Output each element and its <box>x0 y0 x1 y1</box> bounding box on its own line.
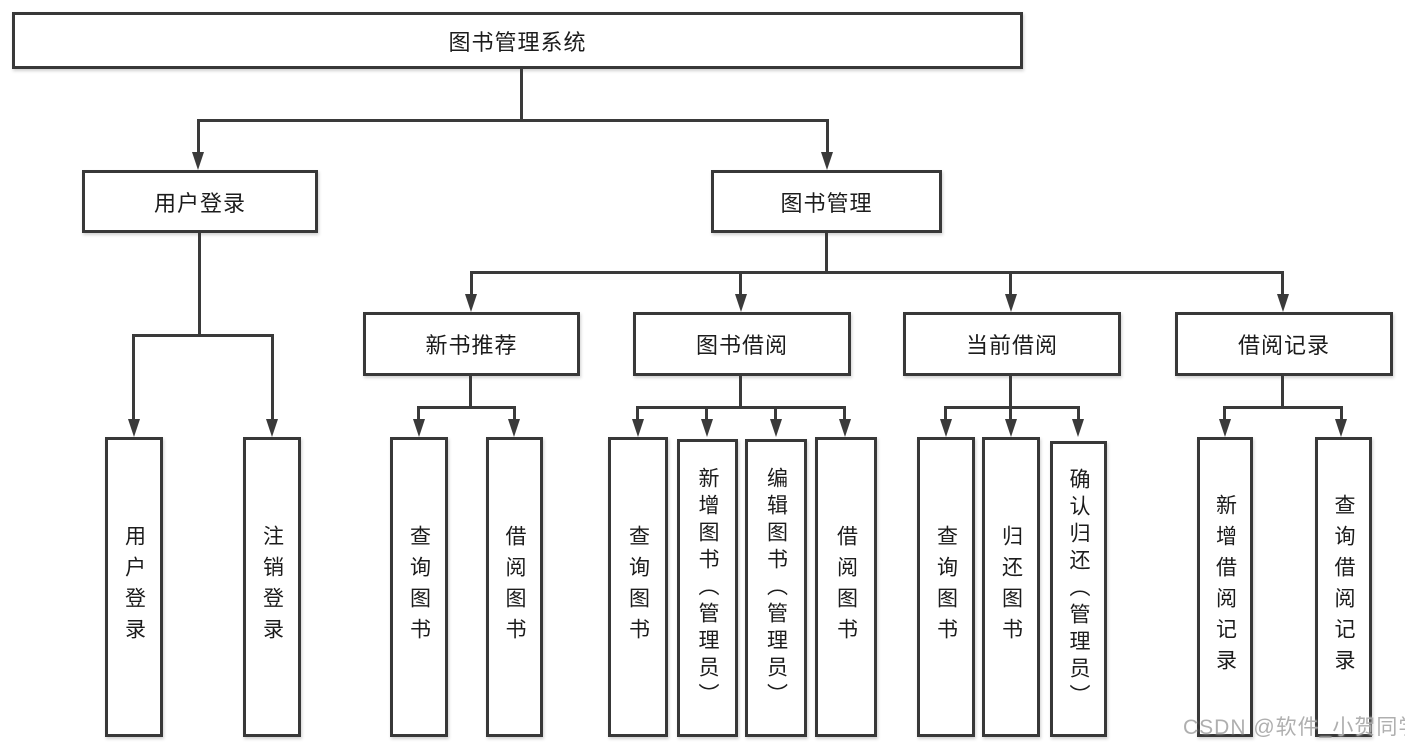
arrowhead <box>735 294 747 312</box>
node-borrow-records: 借阅记录 <box>1175 312 1393 376</box>
connector-line <box>825 233 828 274</box>
connector-line <box>1340 406 1343 421</box>
arrowhead <box>465 294 477 312</box>
connector-line <box>1223 406 1226 421</box>
arrowhead <box>1219 419 1231 437</box>
connector-line <box>417 406 516 409</box>
connector-line <box>843 406 846 421</box>
leaf-query-books-borrowing: 查询图书 <box>608 437 668 737</box>
connector-line <box>513 406 516 421</box>
leaf-add-book-admin: 新增图书（管理员） <box>677 439 738 737</box>
connector-line <box>636 406 846 409</box>
arrowhead <box>770 419 782 437</box>
arrowhead <box>839 419 851 437</box>
node-new-book-recommend: 新书推荐 <box>363 312 580 376</box>
leaf-confirm-return-admin: 确认归还（管理员） <box>1050 441 1107 737</box>
connector-line <box>826 119 829 155</box>
connector-line <box>132 334 135 421</box>
connector-line <box>132 334 274 337</box>
node-root: 图书管理系统 <box>12 12 1023 69</box>
connector-line <box>197 119 829 122</box>
leaf-add-borrow-record: 新增借阅记录 <box>1197 437 1253 737</box>
node-book-borrowing: 图书借阅 <box>633 312 851 376</box>
connector-line <box>1009 406 1012 421</box>
node-book-management: 图书管理 <box>711 170 942 233</box>
arrowhead <box>1005 419 1017 437</box>
leaf-return-books: 归还图书 <box>982 437 1040 737</box>
connector-line <box>1009 271 1012 296</box>
connector-line <box>469 376 472 409</box>
connector-line <box>198 233 201 337</box>
arrowhead <box>821 152 833 170</box>
leaf-borrow-books-recommend: 借阅图书 <box>486 437 543 737</box>
connector-line <box>739 271 742 296</box>
leaf-edit-book-admin: 编辑图书（管理员） <box>745 439 807 737</box>
arrowhead <box>940 419 952 437</box>
connector-line <box>636 406 639 421</box>
connector-line <box>1009 376 1012 409</box>
leaf-query-books-recommend: 查询图书 <box>390 437 448 737</box>
leaf-user-login: 用户登录 <box>105 437 163 737</box>
connector-line <box>470 271 473 296</box>
leaf-borrow-books-borrowing: 借阅图书 <box>815 437 877 737</box>
connector-line <box>944 406 1080 409</box>
arrowhead <box>701 419 713 437</box>
leaf-query-books-current: 查询图书 <box>917 437 975 737</box>
arrowhead <box>128 419 140 437</box>
connector-line <box>944 406 947 421</box>
node-user-login: 用户登录 <box>82 170 318 233</box>
connector-line <box>197 119 200 155</box>
connector-line <box>774 406 777 421</box>
connector-line <box>1223 406 1342 409</box>
leaf-logout: 注销登录 <box>243 437 301 737</box>
arrowhead <box>1005 294 1017 312</box>
arrowhead <box>508 419 520 437</box>
connector-line <box>1281 376 1284 409</box>
connector-line <box>1281 271 1284 296</box>
connector-line <box>470 271 1284 274</box>
arrowhead <box>1335 419 1347 437</box>
arrowhead <box>266 419 278 437</box>
arrowhead <box>192 152 204 170</box>
connector-line <box>271 334 274 421</box>
csdn-watermark: CSDN @软件_小贺同学 <box>1183 716 1405 739</box>
arrowhead <box>1277 294 1289 312</box>
arrowhead <box>1072 419 1084 437</box>
connector-line <box>739 376 742 409</box>
connector-line <box>417 406 420 421</box>
connector-line <box>705 406 708 421</box>
node-current-borrowing: 当前借阅 <box>903 312 1121 376</box>
connector-line <box>520 68 523 121</box>
arrowhead <box>413 419 425 437</box>
arrowhead <box>632 419 644 437</box>
connector-line <box>1077 406 1080 421</box>
leaf-query-borrow-record: 查询借阅记录 <box>1315 437 1372 737</box>
